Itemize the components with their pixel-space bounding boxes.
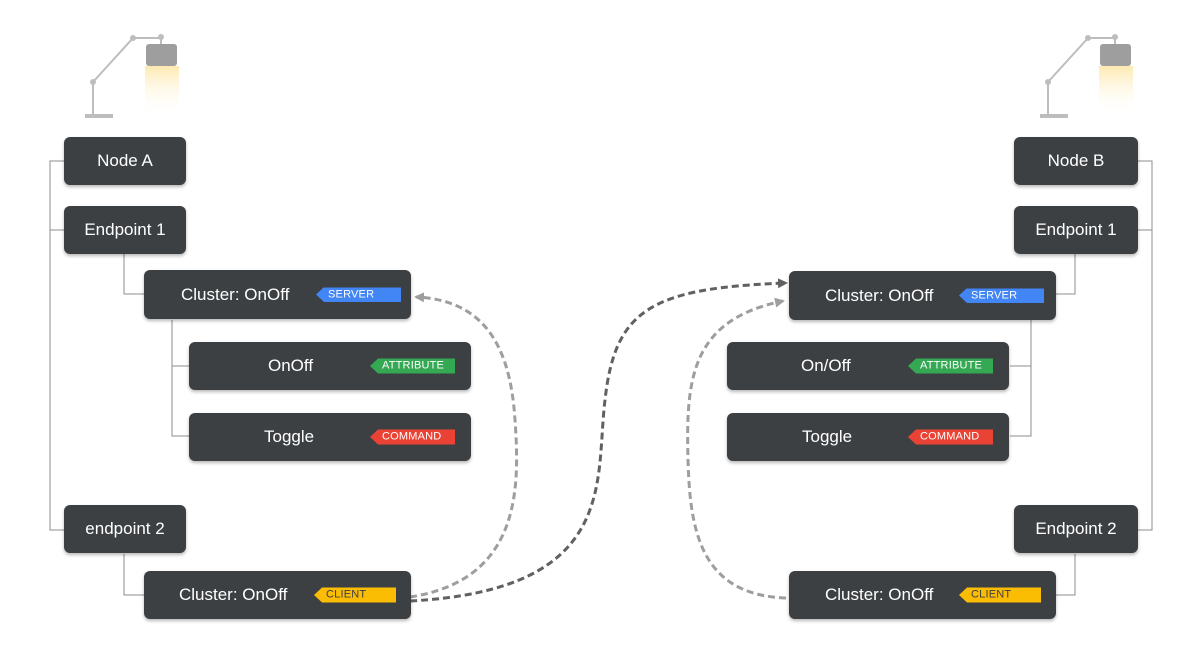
- right-command-box: Toggle COMMAND: [727, 413, 1009, 461]
- left-attribute-tag: ATTRIBUTE: [370, 358, 455, 374]
- node-a-label: Node A: [97, 151, 153, 170]
- left-client-cluster-box: Cluster: OnOff CLIENT: [144, 571, 411, 619]
- desk-lamp-icon: [85, 34, 179, 118]
- left-endpoint-2-label: endpoint 2: [85, 519, 165, 538]
- right-attribute-label: On/Off: [801, 356, 851, 375]
- right-server-tag: SERVER: [959, 288, 1044, 303]
- arrow-client-to-remote-server: [409, 278, 788, 603]
- left-command-label: Toggle: [264, 427, 315, 446]
- right-client-tag: CLIENT: [959, 587, 1041, 603]
- left-endpoint-1-label: Endpoint 1: [84, 220, 166, 239]
- node-b-label: Node B: [1047, 151, 1105, 170]
- left-client-tag: CLIENT: [314, 587, 396, 603]
- left-tree-lines: [49, 160, 189, 596]
- right-endpoint-1-box: Endpoint 1: [1014, 206, 1138, 254]
- left-command-box: Toggle COMMAND: [189, 413, 471, 461]
- left-endpoint-2-box: endpoint 2: [64, 505, 186, 553]
- left-client-cluster-label: Cluster: OnOff: [179, 585, 288, 604]
- left-attribute-box: OnOff ATTRIBUTE: [189, 342, 471, 390]
- right-endpoint-2-box: Endpoint 2: [1014, 505, 1138, 553]
- right-command-tag: COMMAND: [908, 429, 993, 445]
- left-server-cluster-label: Cluster: OnOff: [181, 284, 290, 304]
- arrow-remote-client-to-remote-server: [686, 297, 787, 600]
- binding-arrows: [409, 278, 788, 603]
- right-command-label: Toggle: [802, 427, 853, 446]
- node-a-box: Node A: [64, 137, 186, 185]
- left-server-cluster-box: Cluster: OnOff SERVER: [144, 270, 411, 319]
- node-b-box: Node B: [1014, 137, 1138, 185]
- right-tree-lines: [1010, 160, 1153, 596]
- left-command-tag: COMMAND: [370, 429, 455, 445]
- right-client-cluster-label: Cluster: OnOff: [825, 585, 934, 604]
- left-endpoint-1-box: Endpoint 1: [64, 206, 186, 254]
- right-attribute-tag: ATTRIBUTE: [908, 358, 993, 374]
- right-endpoint-1-label: Endpoint 1: [1035, 220, 1117, 239]
- right-server-cluster-label: Cluster: OnOff: [825, 285, 934, 305]
- right-client-cluster-box: Cluster: OnOff CLIENT: [789, 571, 1056, 619]
- right-server-cluster-box: Cluster: OnOff SERVER: [789, 271, 1056, 320]
- desk-lamp-icon: [1040, 34, 1133, 118]
- left-server-tag: SERVER: [316, 287, 401, 302]
- right-attribute-box: On/Off ATTRIBUTE: [727, 342, 1009, 390]
- arrow-client-to-local-server: [409, 292, 519, 599]
- left-attribute-label: OnOff: [268, 356, 314, 375]
- right-endpoint-2-label: Endpoint 2: [1035, 519, 1117, 538]
